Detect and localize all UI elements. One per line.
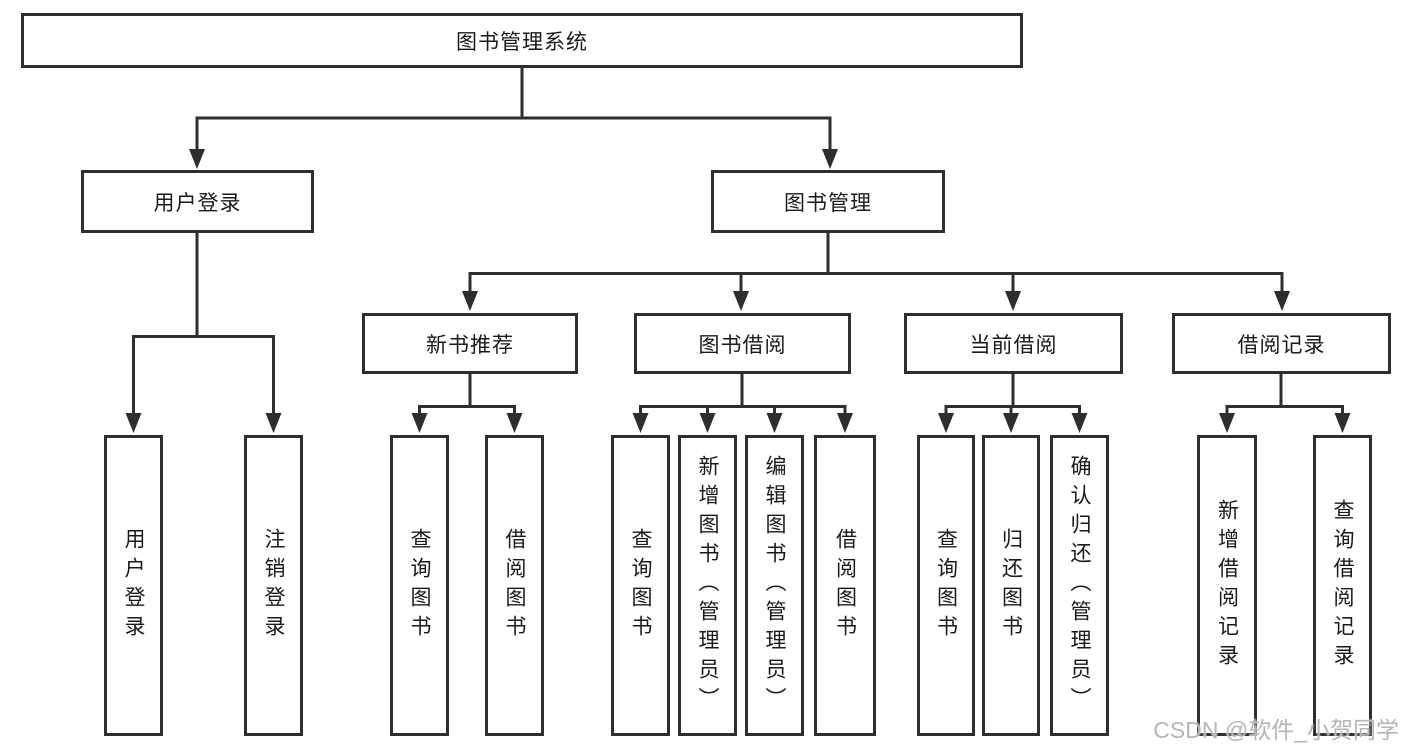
leaf-user-login-label: 用户登录 (122, 527, 146, 644)
leaf-query-books-borrow: 查询图书 (611, 435, 670, 736)
node-new-book-recommend-label: 新书推荐 (426, 332, 514, 357)
node-new-book-recommend: 新书推荐 (362, 313, 578, 374)
node-borrow-records: 借阅记录 (1172, 313, 1391, 374)
leaf-add-borrow-record-label: 新增借阅记录 (1215, 498, 1240, 673)
leaf-borrow-books-recommend-label: 借阅图书 (503, 527, 527, 644)
node-book-borrow: 图书借阅 (634, 313, 851, 374)
node-current-borrow: 当前借阅 (904, 313, 1123, 374)
leaf-borrow-book-label: 借阅图书 (833, 527, 858, 644)
leaf-confirm-return-admin: 确认归还（管理员） (1050, 435, 1109, 736)
leaf-query-books-current-label: 查询图书 (934, 527, 959, 644)
leaf-user-login: 用户登录 (104, 435, 163, 736)
node-root-label: 图书管理系统 (456, 29, 588, 54)
leaf-query-books-borrow-label: 查询图书 (629, 527, 653, 644)
node-borrow-records-label: 借阅记录 (1237, 332, 1326, 357)
leaf-query-borrow-record-label: 查询借阅记录 (1331, 498, 1355, 673)
node-current-borrow-label: 当前借阅 (969, 332, 1058, 357)
node-book-management-label: 图书管理 (784, 190, 872, 215)
arrowheads (125, 149, 1351, 433)
node-root: 图书管理系统 (21, 13, 1023, 68)
leaf-add-book-admin: 新增图书（管理员） (678, 435, 737, 736)
leaf-logout-login-label: 注销登录 (262, 527, 286, 644)
leaf-return-book-label: 归还图书 (999, 527, 1024, 644)
leaf-query-books-recommend-label: 查询图书 (408, 527, 432, 644)
leaf-return-book: 归还图书 (982, 435, 1040, 736)
leaf-query-books-current: 查询图书 (917, 435, 975, 736)
node-book-borrow-label: 图书借阅 (698, 332, 787, 357)
leaf-query-books-recommend: 查询图书 (390, 435, 449, 736)
node-book-management: 图书管理 (711, 170, 945, 233)
leaf-add-book-admin-label: 新增图书（管理员） (696, 455, 720, 716)
leaf-logout-login: 注销登录 (244, 435, 303, 736)
leaf-borrow-book: 借阅图书 (814, 435, 876, 736)
leaf-edit-book-admin-label: 编辑图书（管理员） (763, 455, 787, 716)
leaf-edit-book-admin: 编辑图书（管理员） (745, 435, 804, 736)
leaf-borrow-books-recommend: 借阅图书 (485, 435, 544, 736)
node-user-login: 用户登录 (81, 170, 314, 233)
leaf-query-borrow-record: 查询借阅记录 (1313, 435, 1372, 736)
leaf-confirm-return-admin-label: 确认归还（管理员） (1068, 455, 1092, 716)
node-user-login-label: 用户登录 (153, 190, 242, 215)
leaf-add-borrow-record: 新增借阅记录 (1197, 435, 1257, 736)
